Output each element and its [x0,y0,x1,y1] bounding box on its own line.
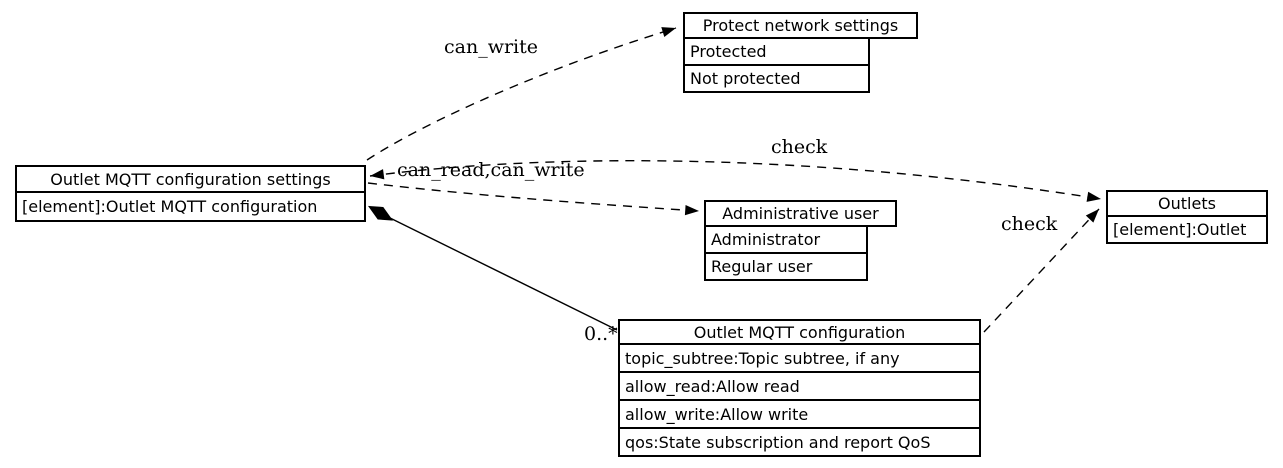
edge-composition [385,215,618,331]
node-config-title: Outlet MQTT configuration [618,319,981,345]
edge-label-check-top: check [771,136,828,158]
node-outlet-mqtt-configuration: Outlet MQTT configuration topic_subtree:… [618,319,981,457]
node-administrative-user: Administrative user Administrator Regula… [704,200,897,281]
node-config-row-qos: qos:State subscription and report QoS [618,427,981,457]
node-protect-row-not-protected: Not protected [683,64,870,93]
node-outlets-row-element: [element]:Outlet [1106,215,1268,244]
node-admin-row-regular-user: Regular user [704,252,868,281]
node-protect-network-settings: Protect network settings Protected Not p… [683,12,918,93]
node-settings-row-element: [element]:Outlet MQTT configuration [15,191,366,222]
node-config-row-allow-write: allow_write:Allow write [618,399,981,429]
node-outlet-mqtt-configuration-settings: Outlet MQTT configuration settings [elem… [15,165,366,222]
edge-check-bottom [983,208,1100,333]
node-admin-title: Administrative user [704,200,897,227]
node-settings-title: Outlet MQTT configuration settings [15,165,366,193]
edge-label-can-write: can_write [444,36,539,58]
composition-diamond-icon [367,205,394,221]
node-protect-row-protected: Protected [683,37,870,66]
edge-label-check-bottom: check [1001,213,1058,235]
edge-label-can-read-can-write: can_read,can_write [397,159,585,181]
node-config-row-allow-read: allow_read:Allow read [618,371,981,401]
edge-label-multiplicity: 0..* [584,323,618,345]
node-config-row-topic-subtree: topic_subtree:Topic subtree, if any [618,343,981,373]
node-outlets: Outlets [element]:Outlet [1106,190,1268,244]
node-outlets-title: Outlets [1106,190,1268,217]
node-admin-row-administrator: Administrator [704,225,868,254]
edge-can-read-can-write [367,182,700,216]
node-protect-title: Protect network settings [683,12,918,39]
